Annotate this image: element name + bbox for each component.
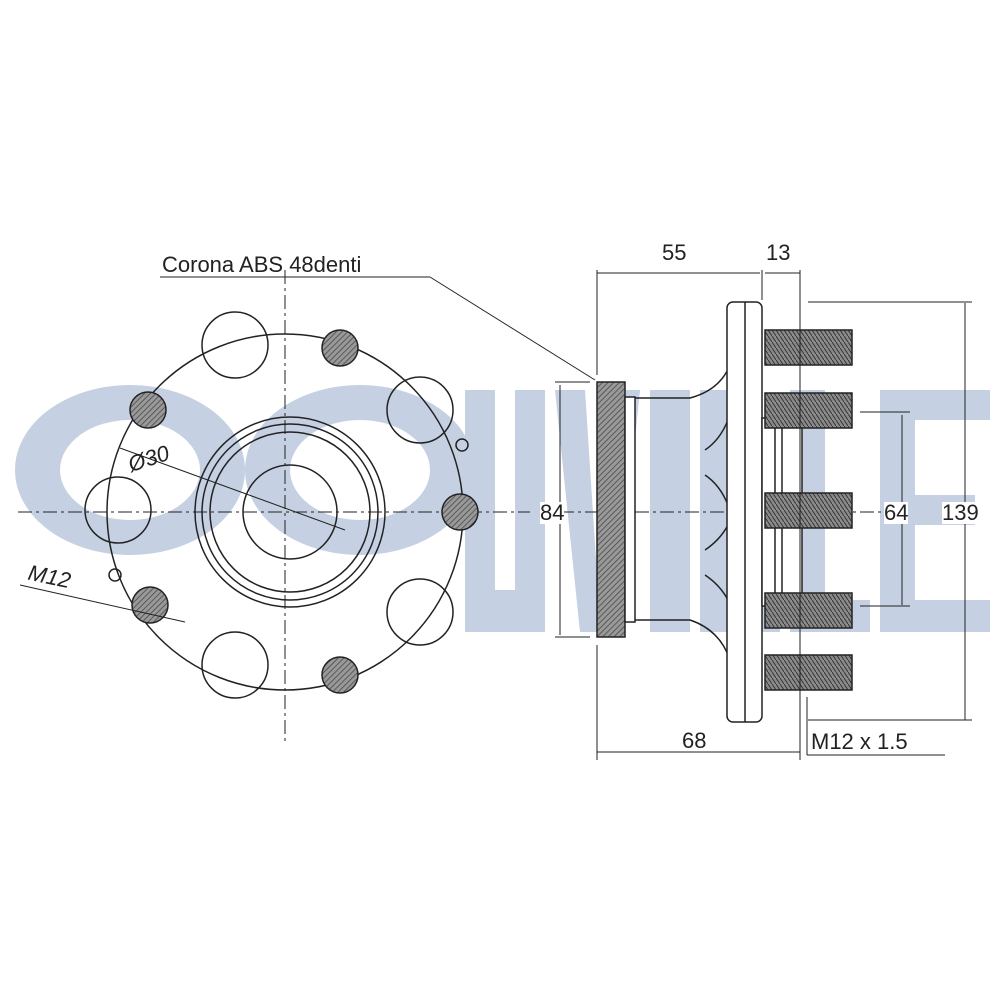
dim-55: 55 xyxy=(662,240,687,265)
abs-ring xyxy=(596,381,626,638)
bore-circle xyxy=(242,464,338,560)
dim-13: 13 xyxy=(766,240,791,265)
dim-84: 84 xyxy=(540,500,565,525)
hub-side-view xyxy=(555,270,972,760)
stud-thread-label: M12 x 1.5 xyxy=(811,729,908,754)
hub-front-view xyxy=(18,270,596,745)
dim-64: 64 xyxy=(884,500,909,525)
abs-ring-label: Corona ABS 48denti xyxy=(162,252,362,277)
dim-68: 68 xyxy=(682,728,707,753)
stud-holes xyxy=(129,329,479,694)
wheel-studs xyxy=(764,329,853,691)
dim-139: 139 xyxy=(942,500,979,525)
large-holes xyxy=(84,311,454,699)
